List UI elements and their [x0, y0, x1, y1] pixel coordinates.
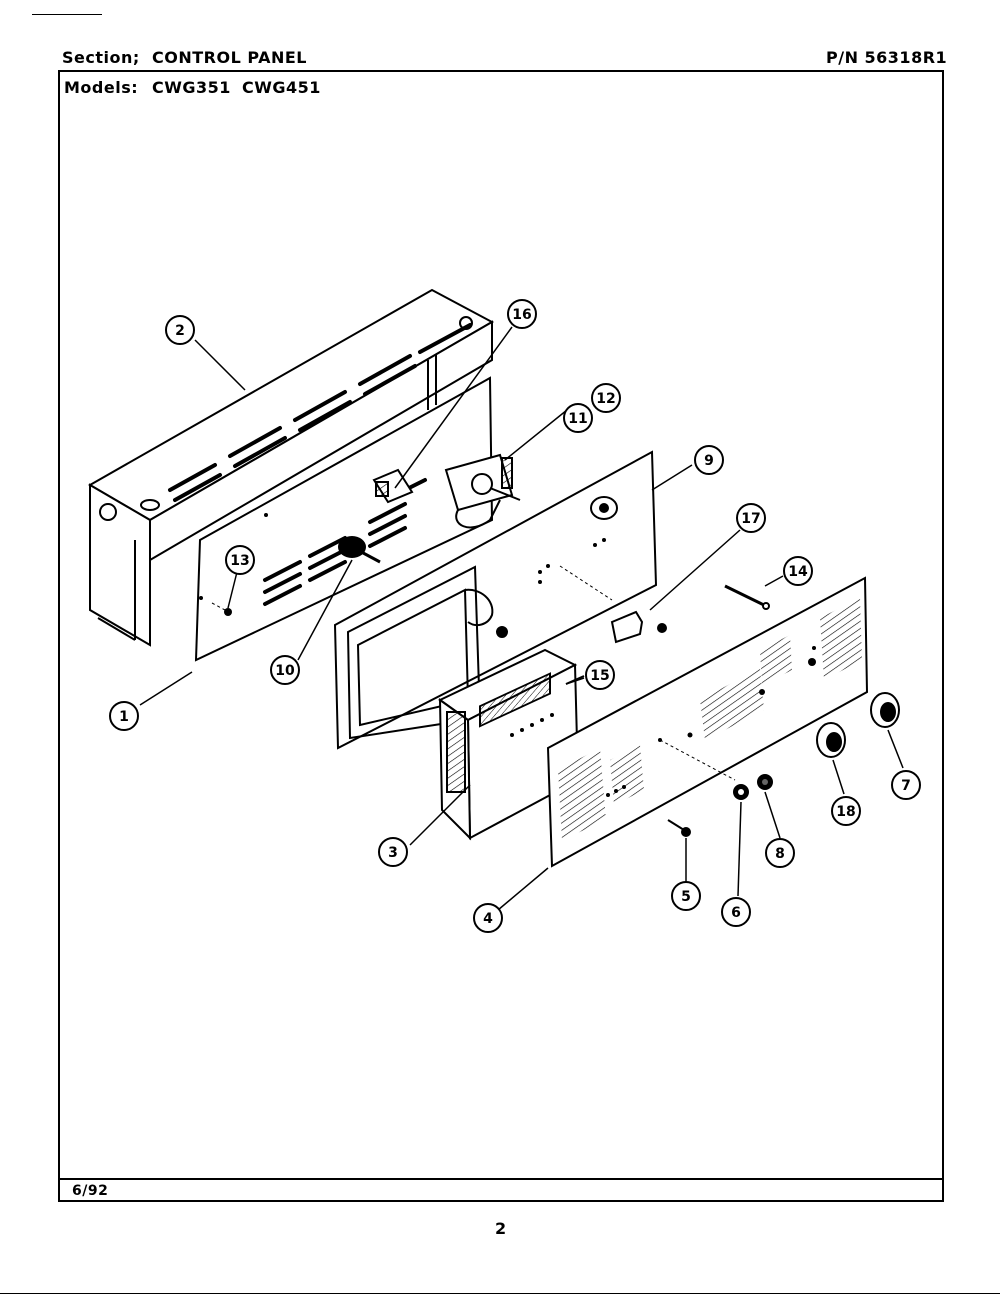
svg-text:13: 13 [230, 553, 249, 569]
svg-text:15: 15 [590, 668, 609, 684]
svg-text:11: 11 [568, 411, 587, 427]
overlay-holes [606, 646, 816, 797]
part-number: P/N 56318R1 [826, 48, 948, 67]
svg-text:14: 14 [788, 564, 808, 580]
callout-17: 17 [736, 503, 766, 533]
leader-lines [139, 326, 904, 911]
svg-text:16: 16 [512, 307, 531, 323]
callout-3: 3 [378, 837, 408, 867]
callout-4: 4 [473, 903, 503, 933]
overlay-hatching [558, 598, 862, 840]
part-grommet [338, 536, 381, 564]
part-screw-5 [667, 819, 691, 837]
svg-text:1: 1 [119, 709, 129, 725]
control-board-leds [510, 713, 554, 737]
part-console-housing [87, 288, 495, 647]
callout-11: 11 [563, 403, 593, 433]
page-number: 2 [495, 1219, 507, 1238]
svg-text:3: 3 [388, 845, 398, 861]
section-name: CONTROL PANEL [152, 48, 307, 67]
svg-text:9: 9 [704, 453, 714, 469]
callout-12: 12 [591, 383, 621, 413]
svg-text:8: 8 [775, 846, 785, 862]
svg-text:2: 2 [175, 323, 185, 339]
part-pin-14 [724, 584, 770, 610]
part-knob-7 [870, 692, 900, 728]
part-knob-8 [757, 774, 773, 790]
svg-text:5: 5 [681, 889, 691, 905]
section-label: Section; [62, 48, 140, 67]
callout-18: 18 [831, 796, 861, 826]
svg-text:18: 18 [836, 804, 855, 820]
callout-9: 9 [694, 445, 724, 475]
part-switch-assembly [444, 453, 521, 529]
top-rule [32, 14, 102, 15]
callouts: 1 2 3 4 5 6 7 8 9 10 11 12 13 14 15 16 1… [109, 299, 921, 933]
panel-frame-holes [538, 538, 606, 584]
callout-5: 5 [671, 881, 701, 911]
svg-text:10: 10 [275, 663, 295, 679]
callout-16: 16 [507, 299, 537, 329]
callout-7: 7 [891, 770, 921, 800]
part-panel-frame [333, 450, 658, 750]
part-clip-17 [559, 565, 667, 644]
part-knob-18 [816, 722, 846, 758]
part-knob-6 [733, 784, 749, 800]
callout-15: 15 [585, 660, 615, 690]
callout-14: 14 [783, 556, 813, 586]
bottom-rule [0, 1293, 1000, 1294]
part-screw-13 [211, 602, 232, 616]
callout-13: 13 [225, 545, 255, 575]
models-label: Models: [64, 78, 139, 97]
callout-6: 6 [721, 897, 751, 927]
svg-text:7: 7 [901, 778, 911, 794]
svg-text:12: 12 [596, 391, 615, 407]
footer-rule [58, 1178, 944, 1180]
housing-vent-slots [168, 323, 472, 502]
callout-10: 10 [270, 655, 300, 685]
revision-date: 6/92 [72, 1183, 109, 1199]
model-cwg351: CWG351 [152, 78, 231, 97]
callout-2: 2 [165, 315, 195, 345]
svg-text:4: 4 [483, 911, 493, 927]
svg-text:17: 17 [741, 511, 760, 527]
callout-1: 1 [109, 701, 139, 731]
svg-text:6: 6 [731, 905, 741, 921]
callout-8: 8 [765, 838, 795, 868]
diagram-frame [58, 70, 944, 1202]
model-cwg451: CWG451 [242, 78, 321, 97]
